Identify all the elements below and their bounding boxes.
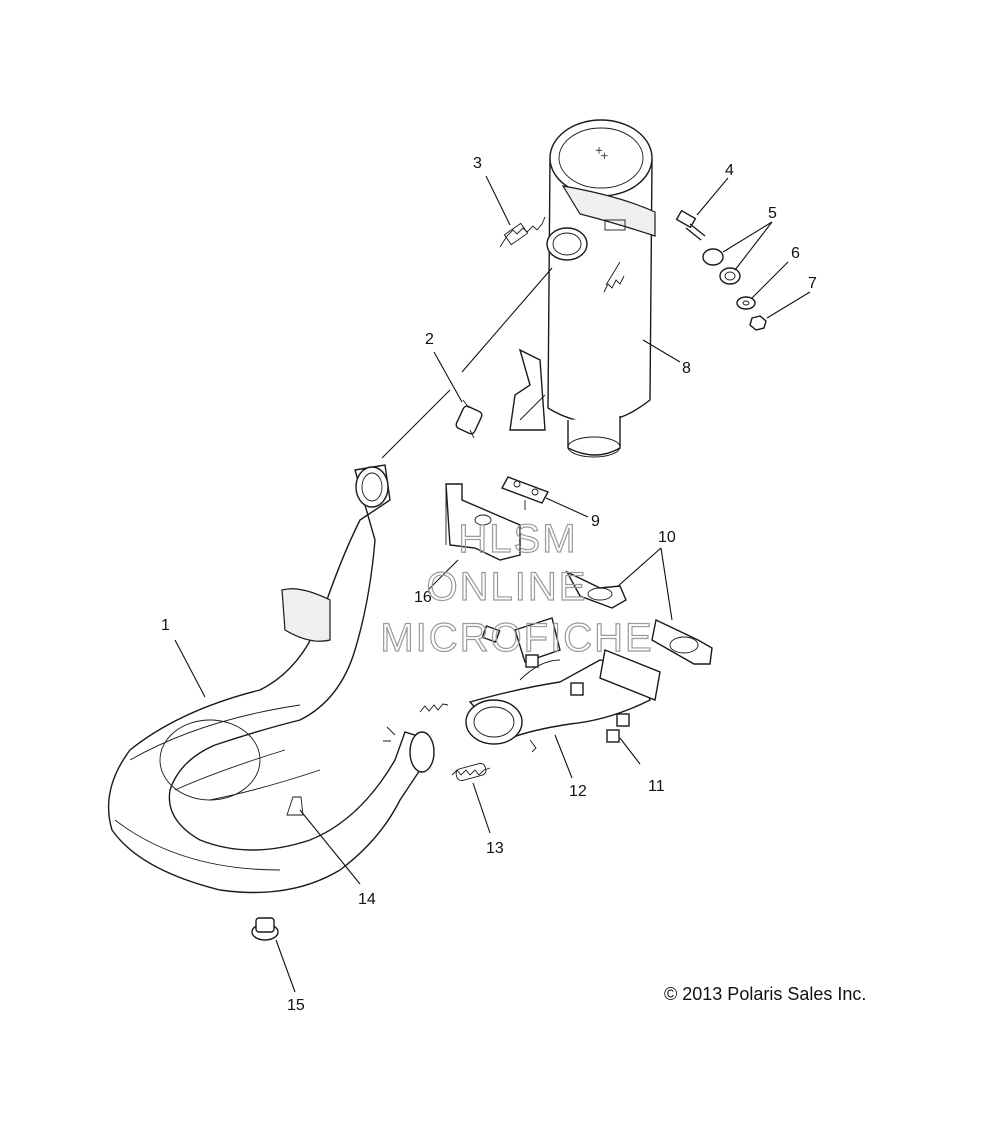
y-pipe-manifold — [465, 617, 661, 753]
leader-lines — [174, 175, 811, 993]
spring-13 — [451, 762, 491, 782]
mounting-plate-9 — [500, 476, 550, 510]
callout-9: 9 — [591, 513, 600, 530]
spring-3 — [499, 216, 546, 248]
callout-16: 16 — [414, 589, 432, 606]
muffler-canister: ✕✕ — [509, 119, 656, 458]
callout-4: 4 — [725, 162, 734, 179]
gaskets-10 — [565, 570, 713, 665]
bracket-16 — [445, 483, 521, 561]
callout-11: 11 — [648, 778, 665, 795]
watermark-line-1: HLSM — [458, 517, 577, 561]
spring-small — [419, 703, 449, 713]
callout-3: 3 — [473, 155, 482, 172]
watermark: HLSM ONLINE MICROFICHE — [380, 516, 653, 660]
copyright-notice: © 2013 Polaris Sales Inc. — [664, 984, 866, 1004]
callout-labels: 1 2 3 4 5 6 7 8 9 10 11 12 13 14 15 16 — [161, 155, 817, 1014]
callout-14: 14 — [358, 891, 376, 908]
callout-5: 5 — [768, 205, 777, 222]
callout-10: 10 — [658, 529, 676, 546]
callout-15: 15 — [287, 997, 305, 1014]
watermark-line-3: MICROFICHE — [380, 616, 653, 660]
mount-hardware — [675, 209, 767, 331]
callout-7: 7 — [808, 275, 817, 292]
callout-12: 12 — [569, 783, 587, 800]
watermark-line-2: ONLINE — [427, 565, 588, 609]
callout-1: 1 — [161, 617, 170, 634]
callout-2: 2 — [425, 331, 434, 348]
drain-plug-15 — [251, 917, 279, 941]
callout-13: 13 — [486, 840, 504, 857]
expansion-chamber — [107, 464, 435, 894]
manifold-bolts-11 — [481, 625, 630, 743]
spring-2 — [455, 399, 483, 439]
callout-6: 6 — [791, 245, 800, 262]
callout-8: 8 — [682, 360, 691, 377]
